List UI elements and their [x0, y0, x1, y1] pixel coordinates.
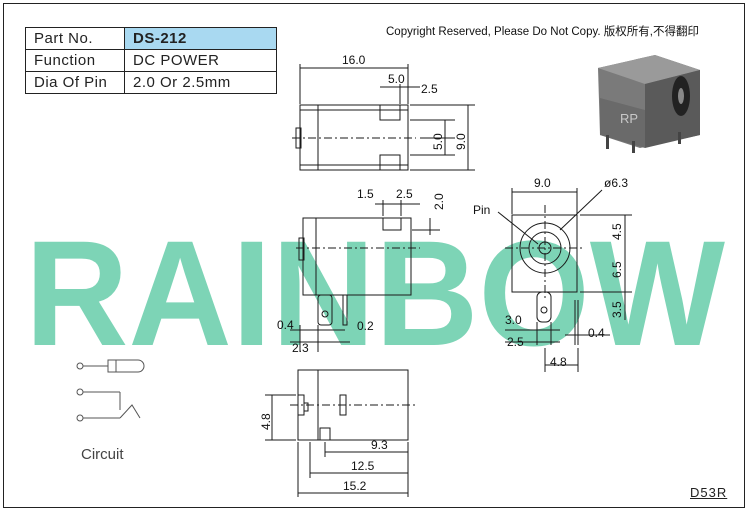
dim-top-inner-height: 5.0 [431, 133, 445, 150]
dim-bottom-d3: 15.2 [343, 479, 367, 493]
table-row: Function DC POWER [25, 49, 277, 72]
dim-top-gap: 2.5 [421, 82, 438, 96]
dim-side-f: 2.3 [292, 341, 309, 355]
circuit-symbol [76, 359, 145, 422]
dim-front-w1: 3.0 [505, 313, 522, 327]
circuit-label: Circuit [81, 446, 124, 463]
dim-top-overall: 16.0 [342, 53, 366, 67]
dim-front-width: 9.0 [534, 176, 551, 190]
dim-front-diameter: ø6.3 [604, 176, 628, 190]
table-row: Part No. DS-212 [25, 27, 277, 50]
dim-front-h1: 4.5 [610, 223, 624, 240]
function-value: DC POWER [124, 49, 277, 72]
dim-front-w3: 0.4 [588, 326, 605, 340]
dim-side-e: 0.2 [357, 319, 374, 333]
dim-bottom-d1: 9.3 [371, 438, 388, 452]
product-badge: RP [620, 111, 638, 126]
dim-side-c: 2.0 [432, 193, 446, 210]
dim-side-d: 0.4 [277, 318, 294, 332]
sheet-frame [3, 3, 745, 508]
dim-top-outer-height: 9.0 [454, 133, 468, 150]
dim-front-h2: 6.5 [610, 261, 624, 278]
side-view [290, 200, 440, 352]
dim-top-slot: 5.0 [388, 72, 405, 86]
copyright-notice: Copyright Reserved, Please Do Not Copy. … [386, 26, 699, 38]
product-photo: RP [598, 55, 700, 153]
watermark-text: RAINBOW [25, 209, 725, 377]
dim-bottom-d2: 12.5 [351, 459, 375, 473]
dim-bottom-height: 4.8 [259, 413, 273, 430]
pin-dia-label: Dia Of Pin [25, 71, 125, 94]
dim-side-a: 1.5 [357, 187, 374, 201]
front-view [497, 188, 632, 372]
drawing-code: D53R [690, 485, 728, 500]
dim-front-h3: 3.5 [610, 301, 624, 318]
part-info-table: Part No. DS-212 Function DC POWER Dia Of… [25, 27, 277, 94]
pin-dia-value: 2.0 Or 2.5mm [124, 71, 277, 94]
table-row: Dia Of Pin 2.0 Or 2.5mm [25, 71, 277, 94]
dim-front-w2: 2.5 [507, 335, 524, 349]
top-view [292, 64, 475, 171]
bottom-view [265, 369, 416, 497]
dim-front-w4: 4.8 [550, 355, 567, 369]
dim-side-b: 2.5 [396, 187, 413, 201]
pin-label: Pin [473, 203, 490, 217]
